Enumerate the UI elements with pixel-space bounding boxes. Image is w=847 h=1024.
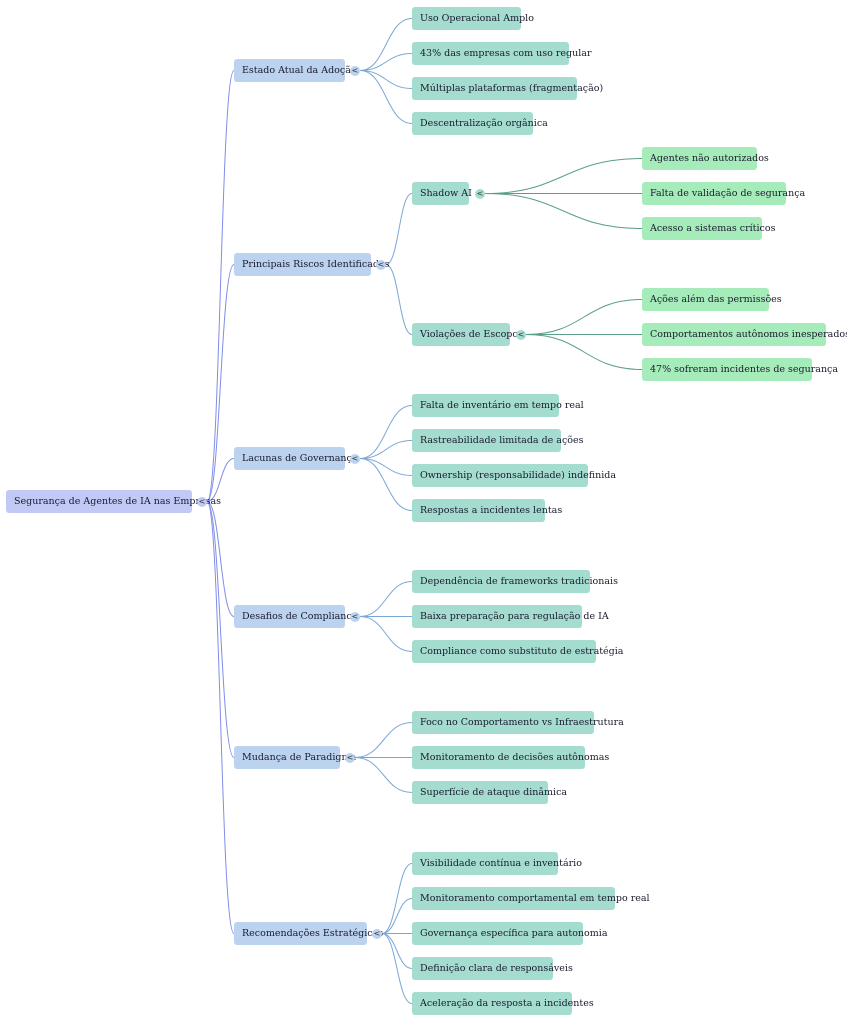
edge-topic-to-detail: [525, 334, 643, 370]
detail-node[interactable]: Ações além das permissões: [642, 288, 782, 311]
branch-collapse-toggle[interactable]: <: [376, 259, 386, 270]
topic-node[interactable]: Ownership (responsabilidade) indefinida: [412, 464, 616, 487]
topic-node[interactable]: Governança específica para autonomia: [412, 922, 607, 945]
edge-branch-to-topic: [385, 193, 413, 265]
topic-node[interactable]: Shadow AI: [412, 182, 472, 205]
edge-branch-to-topic: [354, 757, 413, 793]
detail-node[interactable]: Falta de validação de segurança: [642, 182, 805, 205]
topic-node[interactable]: Múltiplas plataformas (fragmentação): [412, 77, 603, 100]
edge-root-to-branch: [206, 264, 235, 502]
edge-branch-to-topic: [381, 863, 413, 934]
root-collapse-toggle[interactable]: <: [197, 496, 207, 507]
branch-node[interactable]: Estado Atual da Adoção: [234, 59, 357, 82]
edge-branch-to-topic: [359, 53, 413, 71]
edge-branch-to-topic: [359, 18, 413, 71]
topic-node[interactable]: Compliance como substituto de estratégia: [412, 640, 623, 663]
detail-node[interactable]: Acesso a sistemas críticos: [642, 217, 775, 240]
edge-branch-to-topic: [359, 458, 413, 476]
edge-root-to-branch: [206, 70, 235, 502]
edge-root-to-branch: [206, 501, 235, 934]
branch-collapse-toggle[interactable]: <: [345, 752, 355, 763]
topic-collapse-toggle[interactable]: <: [516, 329, 526, 340]
detail-node[interactable]: Agentes não autorizados: [642, 147, 769, 170]
topic-node[interactable]: Respostas a incidentes lentas: [412, 499, 562, 522]
topic-node[interactable]: Monitoramento comportamental em tempo re…: [412, 887, 650, 910]
detail-node[interactable]: Comportamentos autônomos inesperados: [642, 323, 847, 346]
edge-branch-to-topic: [381, 933, 413, 1004]
topic-node[interactable]: Definição clara de responsáveis: [412, 957, 573, 980]
edge-branch-to-topic: [359, 616, 413, 652]
edge-branch-to-topic: [359, 581, 413, 617]
edge-branch-to-topic: [359, 70, 413, 124]
topic-node[interactable]: Violações de Escopo: [412, 323, 518, 346]
branch-node[interactable]: Recomendações Estratégicas: [234, 922, 383, 945]
branch-collapse-toggle[interactable]: <: [350, 65, 360, 76]
topic-node[interactable]: Dependência de frameworks tradicionais: [412, 570, 618, 593]
branch-node[interactable]: Principais Riscos Identificados: [234, 253, 390, 276]
branch-node[interactable]: Mudança de Paradigma: [234, 746, 356, 769]
edge-root-to-branch: [206, 501, 235, 758]
topic-node[interactable]: Rastreabilidade limitada de ações: [412, 429, 584, 452]
edge-branch-to-topic: [354, 722, 413, 758]
branch-collapse-toggle[interactable]: <: [372, 928, 382, 939]
edge-branch-to-topic: [385, 264, 413, 335]
topic-node[interactable]: Falta de inventário em tempo real: [412, 394, 584, 417]
topic-node[interactable]: Baixa preparação para regulação de IA: [412, 605, 609, 628]
edge-topic-to-detail: [525, 299, 643, 335]
branch-collapse-toggle[interactable]: <: [350, 611, 360, 622]
edge-root-to-branch: [206, 458, 235, 502]
edge-branch-to-topic: [381, 898, 413, 934]
edge-topic-to-detail: [484, 193, 643, 229]
edge-root-to-branch: [206, 501, 235, 617]
topic-node[interactable]: 43% das empresas com uso regular: [412, 42, 592, 65]
edge-branch-to-topic: [359, 70, 413, 89]
edge-branch-to-topic: [359, 405, 413, 459]
branch-collapse-toggle[interactable]: <: [350, 453, 360, 464]
topic-collapse-toggle[interactable]: <: [475, 188, 485, 199]
edge-branch-to-topic: [359, 440, 413, 459]
edge-topic-to-detail: [484, 158, 643, 194]
topic-node[interactable]: Superfície de ataque dinâmica: [412, 781, 567, 804]
edge-branch-to-topic: [359, 458, 413, 511]
topic-node[interactable]: Descentralização orgânica: [412, 112, 548, 135]
topic-node[interactable]: Foco no Comportamento vs Infraestrutura: [412, 711, 624, 734]
topic-node[interactable]: Monitoramento de decisões autônomas: [412, 746, 609, 769]
edge-branch-to-topic: [381, 933, 413, 969]
branch-node[interactable]: Desafios de Compliance: [234, 605, 357, 628]
detail-node[interactable]: 47% sofreram incidentes de segurança: [642, 358, 838, 381]
topic-node[interactable]: Uso Operacional Amplo: [412, 7, 534, 30]
topic-node[interactable]: Visibilidade contínua e inventário: [412, 852, 582, 875]
topic-node[interactable]: Aceleração da resposta a incidentes: [412, 992, 594, 1015]
branch-node[interactable]: Lacunas de Governança: [234, 447, 358, 470]
root-node[interactable]: Segurança de Agentes de IA nas Empresas: [6, 490, 221, 513]
